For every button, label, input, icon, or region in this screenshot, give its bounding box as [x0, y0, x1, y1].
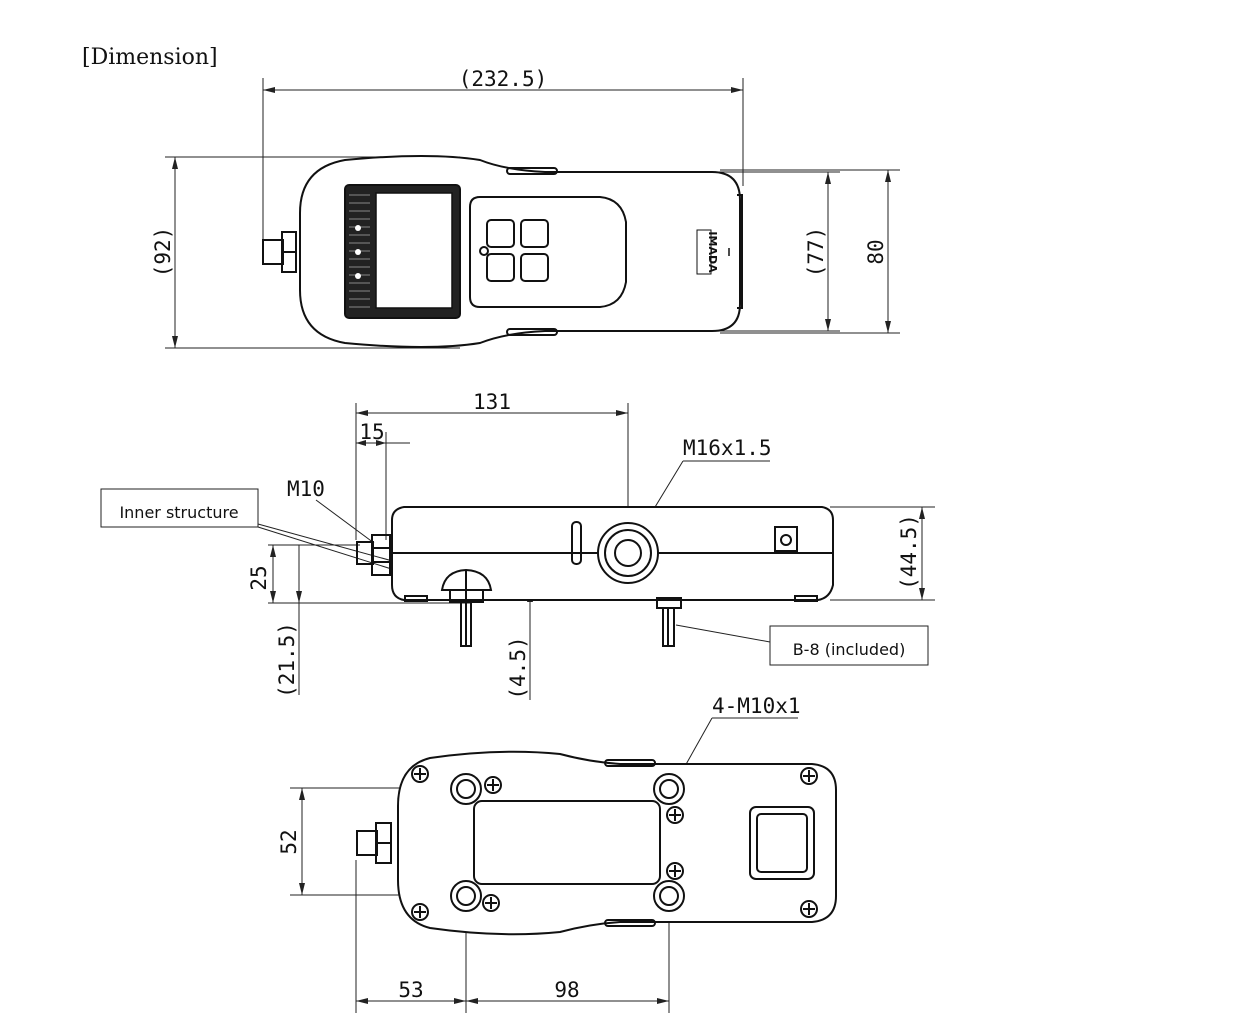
dim-overall-length: (232.5) — [459, 67, 548, 91]
screw-icon — [800, 900, 818, 918]
shaft-nut-side — [371, 534, 391, 576]
dim-hole-offset-h: 53 — [398, 978, 423, 1002]
screw-icon — [800, 767, 818, 785]
screw-icon — [666, 862, 684, 880]
callout-inner-structure-box — [100, 488, 259, 528]
top-view: (232.5) (92) (77) 80 — [151, 67, 900, 349]
indicator-led-1 — [355, 225, 361, 231]
drawing-heading: [Dimension] — [82, 45, 218, 70]
label-thread-shaft: M10 — [287, 477, 325, 501]
base-plate-recess — [473, 800, 661, 885]
shaft-tip-top — [262, 239, 284, 265]
dim-shaft-height: 25 — [247, 565, 271, 590]
dim-step-b: (4.5) — [506, 636, 530, 699]
dim-shaft-offset: 15 — [359, 420, 384, 444]
thread-boss-hole — [614, 539, 642, 567]
key-bottom-left — [486, 253, 515, 282]
dim-to-center: 131 — [473, 390, 511, 414]
indicator-led-2 — [355, 249, 361, 255]
mount-hole-top-left — [450, 773, 482, 805]
brand-logo: IMADA — [706, 231, 719, 273]
side-slot — [571, 521, 582, 565]
bottom-view: 4-M10x1 52 53 98 — [277, 694, 837, 1013]
callout-attachment: B-8 (included) — [793, 640, 906, 659]
mount-hole-top-right — [653, 773, 685, 805]
dim-overall-height: (92) — [151, 227, 175, 278]
side-grip-bottom — [506, 328, 558, 336]
thread-boss-outer — [597, 522, 659, 584]
screw-icon — [666, 806, 684, 824]
dim-hole-spacing-v: 52 — [277, 829, 301, 854]
shaft-tip-bottom — [356, 830, 378, 856]
mount-hole-bottom-left — [450, 880, 482, 912]
label-mount-thread: 4-M10x1 — [712, 694, 801, 718]
connector-jack — [774, 526, 798, 552]
mount-hole-bottom-right — [653, 880, 685, 912]
callout-inner-structure: Inner structure — [119, 503, 238, 522]
label-thread-center: M16x1.5 — [683, 436, 772, 460]
key-bottom-right — [520, 253, 549, 282]
keypad-panel — [469, 196, 627, 308]
dim-side-height: (44.5) — [897, 514, 921, 590]
key-top-left — [486, 219, 515, 248]
side-grip-top — [506, 167, 558, 175]
key-top-right — [520, 219, 549, 248]
screw-icon — [411, 765, 429, 783]
device-body-bottom — [397, 750, 837, 936]
callout-attachment-box — [769, 625, 929, 666]
screw-icon — [484, 776, 502, 794]
battery-cover — [749, 806, 815, 880]
display-screen — [375, 192, 453, 309]
screw-icon — [482, 894, 500, 912]
indicator-led-3 — [355, 273, 361, 279]
dim-body-width: 80 — [864, 239, 888, 264]
screw-icon — [411, 903, 429, 921]
dim-shaft-extension: (21.5) — [275, 622, 299, 698]
power-led — [479, 246, 489, 256]
dim-hole-spacing-h: 98 — [554, 978, 579, 1002]
dim-body-inner-width: (77) — [804, 227, 828, 278]
side-view: 131 15 M16x1.5 M10 Inner structure (44.5… — [100, 390, 935, 700]
